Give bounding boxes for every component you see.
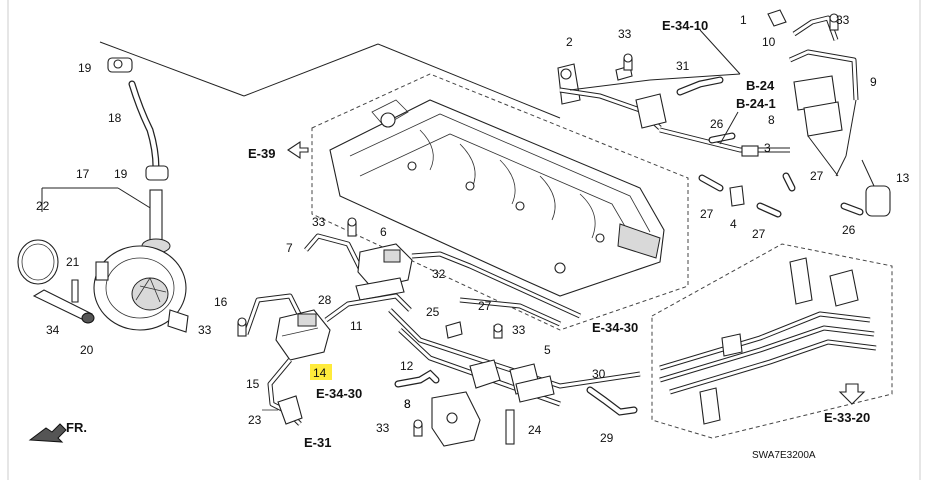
ref-label: E-39 — [248, 146, 275, 161]
callout-number: 8 — [404, 397, 411, 411]
diagram-code: SWA7E3200A — [752, 450, 816, 461]
callout-number: 8 — [768, 113, 775, 127]
ref-label: B-24 — [746, 78, 775, 93]
callout-number: 12 — [400, 359, 414, 373]
callout-number: 18 — [108, 111, 122, 125]
clip-23 — [277, 395, 303, 425]
callout-number: 25 — [426, 305, 440, 319]
callout-number: 7 — [286, 241, 293, 255]
callout-number: 24 — [528, 423, 542, 437]
front-label: FR. — [66, 420, 87, 435]
callout-number: 8 — [404, 397, 411, 411]
part-4 — [729, 185, 745, 207]
pump-nozzle — [149, 189, 163, 241]
callout-number: 33 — [376, 421, 390, 435]
arrow-e39 — [287, 140, 309, 160]
callout-number: 19 — [78, 61, 92, 75]
callout-number: 27 — [700, 207, 714, 221]
tube-assembly-group — [651, 243, 893, 439]
callout-number: 28 — [318, 293, 332, 307]
front-arrow-icon — [28, 423, 67, 443]
ref-label: E-33-20 — [824, 410, 870, 425]
ref-label: E-34-10 — [662, 18, 708, 33]
leader-top-left — [99, 41, 245, 97]
callout-number: 33 — [618, 27, 632, 41]
callout-number: 26 — [710, 117, 724, 131]
callout-number: 2 — [566, 35, 573, 49]
ref-label: E-34-30 — [316, 386, 362, 401]
bracket-25 — [445, 321, 463, 339]
callout-14-highlight — [310, 364, 332, 380]
callout-number: 5 — [544, 343, 551, 357]
callout-number: 29 — [600, 431, 614, 445]
callout-number: 20 — [80, 343, 94, 357]
callout-number: 33 — [312, 215, 326, 229]
oring-22 — [17, 239, 59, 285]
callout-labels: E-34-10B-24B-24-1E-39E-34-30E-34-30E-31E… — [36, 13, 910, 450]
callout-number: 32 — [432, 267, 446, 281]
ref-label: E-31 — [304, 435, 331, 450]
solenoid-14-group — [237, 293, 331, 426]
callout-number: 33 — [836, 13, 850, 27]
callout-number: 1 — [740, 13, 747, 27]
callout-number: 10 — [762, 35, 776, 49]
callout-number: 31 — [676, 59, 690, 73]
callout-number: 17 — [76, 167, 90, 181]
callout-number: 15 — [246, 377, 260, 391]
callout-number: 22 — [36, 199, 50, 213]
callout-number: 30 — [592, 367, 606, 381]
arrow-e33-20 — [838, 383, 866, 405]
callout-number: 13 — [896, 171, 910, 185]
part-3 — [741, 145, 759, 157]
ref-label: E-34-30 — [592, 320, 638, 335]
tube-dashed-box — [651, 243, 893, 439]
callout-number: 11 — [350, 319, 363, 333]
callout-number: 34 — [46, 323, 60, 337]
callout-number: 19 — [114, 167, 128, 181]
part-1 — [767, 9, 787, 27]
callout-number: 3 — [764, 141, 771, 155]
manifold-dashed-box — [311, 73, 689, 331]
solenoid-5-group — [469, 359, 555, 403]
callout-number: 4 — [730, 217, 737, 231]
pin-21 — [71, 279, 79, 303]
top-right-group — [557, 9, 891, 218]
stud-24 — [505, 409, 515, 445]
vacuum-pump-group — [17, 57, 189, 333]
filter-13 — [865, 185, 891, 217]
callout-number: 27 — [810, 169, 824, 183]
callout-number: 26 — [842, 223, 856, 237]
callout-number: 33 — [512, 323, 526, 337]
callout-number: 14 — [313, 366, 327, 380]
washer-20 — [81, 312, 95, 324]
callout-number: 9 — [870, 75, 877, 89]
callout-number: 27 — [478, 299, 492, 313]
callout-number: 6 — [380, 225, 387, 239]
callout-number: 16 — [214, 295, 228, 309]
callout-number: 33 — [198, 323, 212, 337]
clamp-19-bottom — [145, 165, 169, 181]
callout-number: 27 — [752, 227, 766, 241]
manifold-body — [329, 99, 665, 297]
solenoid-6-group — [304, 217, 413, 301]
intake-manifold-group — [311, 73, 689, 331]
callout-number: 23 — [248, 413, 262, 427]
ref-label: B-24-1 — [736, 96, 776, 111]
callout-number: 21 — [66, 255, 80, 269]
